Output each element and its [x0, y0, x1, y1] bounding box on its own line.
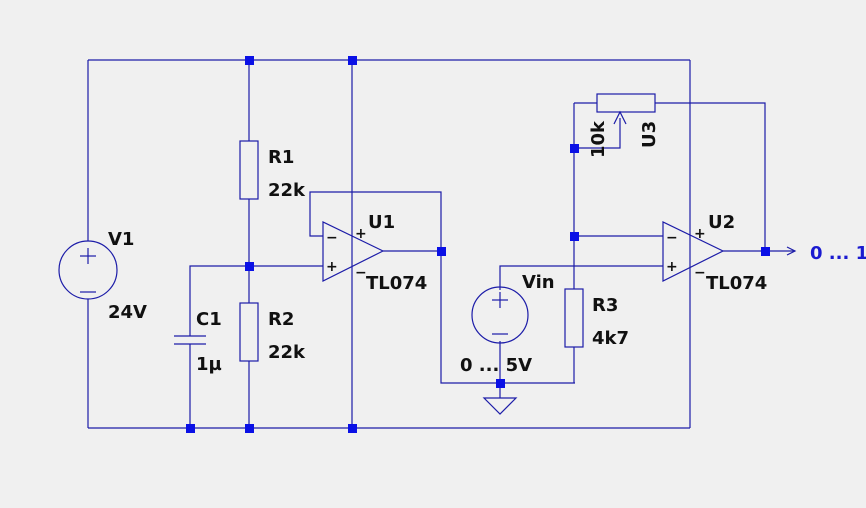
r3-resistor[interactable] — [564, 288, 584, 348]
vin-source[interactable] — [471, 286, 529, 344]
u2-pin-minus-in: − — [666, 230, 678, 246]
v1-value: 24V — [108, 302, 147, 323]
junctions — [186, 56, 770, 433]
ground-symbol — [482, 397, 518, 415]
u2-value: TL074 — [706, 273, 767, 294]
junction-dot — [761, 247, 770, 256]
u1-pin-plus-supply: + — [355, 226, 367, 242]
junction-dot — [348, 424, 357, 433]
junction-dot — [570, 144, 579, 153]
v1-source[interactable] — [58, 240, 118, 300]
r1-resistor[interactable] — [239, 140, 259, 200]
output-net-label: 0 ... 10V — [810, 243, 866, 264]
output-arrow-icon — [786, 246, 797, 256]
u3-name: U3 — [639, 121, 660, 148]
r2-name: R2 — [268, 309, 294, 330]
u3-body — [596, 93, 656, 113]
u2-triangle — [662, 221, 725, 282]
r1-name: R1 — [268, 147, 294, 168]
junction-dot — [437, 247, 446, 256]
c1-capacitor[interactable] — [174, 335, 206, 345]
u1-value: TL074 — [366, 273, 427, 294]
junction-dot — [570, 232, 579, 241]
vin-name: Vin — [522, 272, 555, 293]
junction-dot — [245, 56, 254, 65]
wire-divider-node — [189, 265, 323, 336]
u1-pin-minus-supply: − — [355, 265, 367, 281]
junction-dot — [245, 424, 254, 433]
c1-name: C1 — [196, 309, 222, 330]
v1-circle — [58, 240, 118, 300]
u1-opamp[interactable] — [322, 221, 385, 282]
u1-triangle — [322, 221, 385, 282]
wire-u1-feedback — [309, 191, 442, 251]
junction-dot — [245, 262, 254, 271]
c1-value: 1µ — [196, 354, 222, 375]
u1-pin-minus-in: − — [326, 230, 338, 246]
wire-u1-to-vin — [440, 251, 575, 384]
wire-pot-right — [655, 102, 766, 251]
v1-name: V1 — [108, 229, 134, 250]
u3-value: 10k — [588, 120, 609, 158]
junction-dot — [348, 56, 357, 65]
u1-name: U1 — [368, 212, 395, 233]
u3-wiper-arrow — [613, 110, 627, 125]
r2-resistor[interactable] — [239, 302, 259, 362]
r1-value: 22k — [268, 180, 306, 201]
wire-pot-wiper — [574, 118, 621, 149]
r3-value: 4k7 — [592, 328, 629, 349]
u2-pin-plus-supply: + — [694, 226, 706, 242]
u2-pin-minus-supply: − — [694, 265, 706, 281]
u2-opamp[interactable] — [662, 221, 725, 282]
u2-name: U2 — [708, 212, 735, 233]
vin-circle — [471, 286, 529, 344]
wires — [87, 59, 795, 429]
r3-name: R3 — [592, 295, 618, 316]
junction-dot — [186, 424, 195, 433]
wire-vin-to-u2 — [499, 265, 663, 290]
vin-value: 0 ... 5V — [460, 355, 532, 376]
r2-value: 22k — [268, 342, 306, 363]
u2-pin-plus-in: + — [666, 259, 678, 275]
u1-pin-plus-in: + — [326, 259, 338, 275]
u3-potentiometer[interactable] — [596, 93, 656, 125]
junction-dot — [496, 379, 505, 388]
